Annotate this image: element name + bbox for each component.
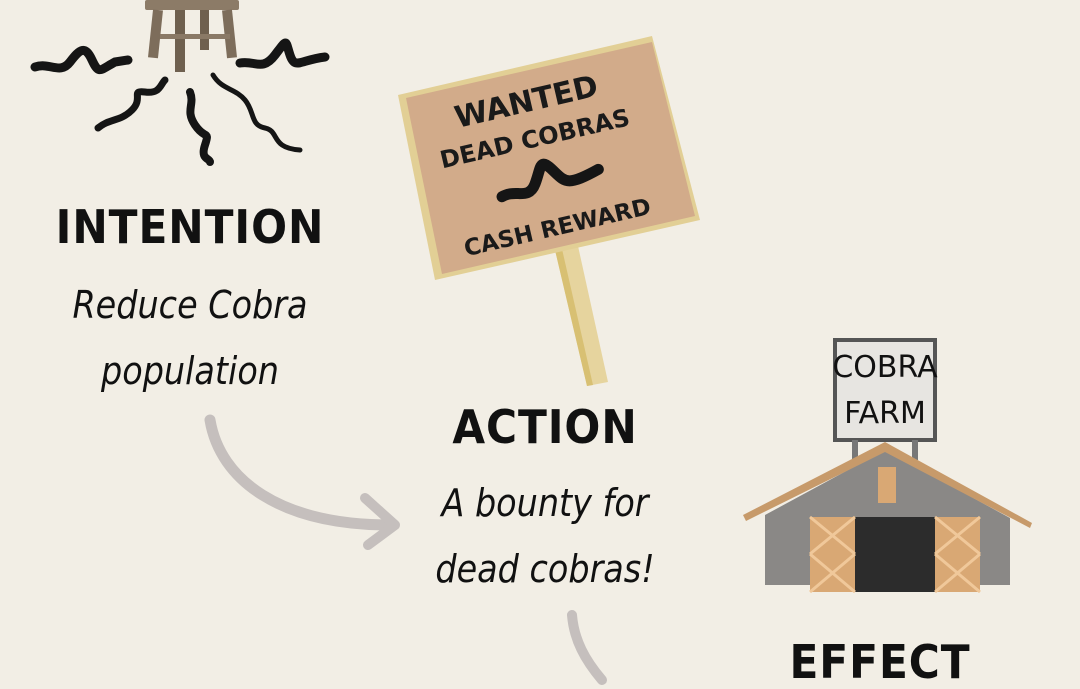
intention-description-line2: population [101, 349, 279, 393]
farm-sign-line2: FARM [844, 396, 926, 431]
effect-heading: EFFECT [789, 635, 971, 689]
action-heading: ACTION [452, 400, 638, 454]
snake-icon [30, 38, 330, 166]
sign-post-icon [555, 246, 608, 386]
farm-sign-icon: COBRA FARM [832, 338, 938, 460]
intention-description-line1: Reduce Cobra [72, 283, 308, 327]
stool-icon [145, 0, 239, 72]
intention-heading: INTENTION [55, 200, 325, 254]
cobra-farm-barn-illustration: COBRA FARM [743, 338, 1032, 594]
farm-sign-line1: COBRA [832, 350, 938, 385]
arrow-intention-to-action [204, 414, 400, 550]
action-description-line2: dead cobras! [435, 547, 655, 591]
wanted-sign-illustration: WANTED DEAD COBRAS CASH REWARD [398, 36, 700, 386]
stool-snakes-illustration [30, 0, 330, 166]
snake-icon [496, 158, 604, 203]
action-description-line1: A bounty for [441, 481, 649, 525]
barn-icon [743, 442, 1032, 594]
sign-board-icon [398, 36, 700, 280]
arrow-action-to-effect [567, 610, 607, 685]
